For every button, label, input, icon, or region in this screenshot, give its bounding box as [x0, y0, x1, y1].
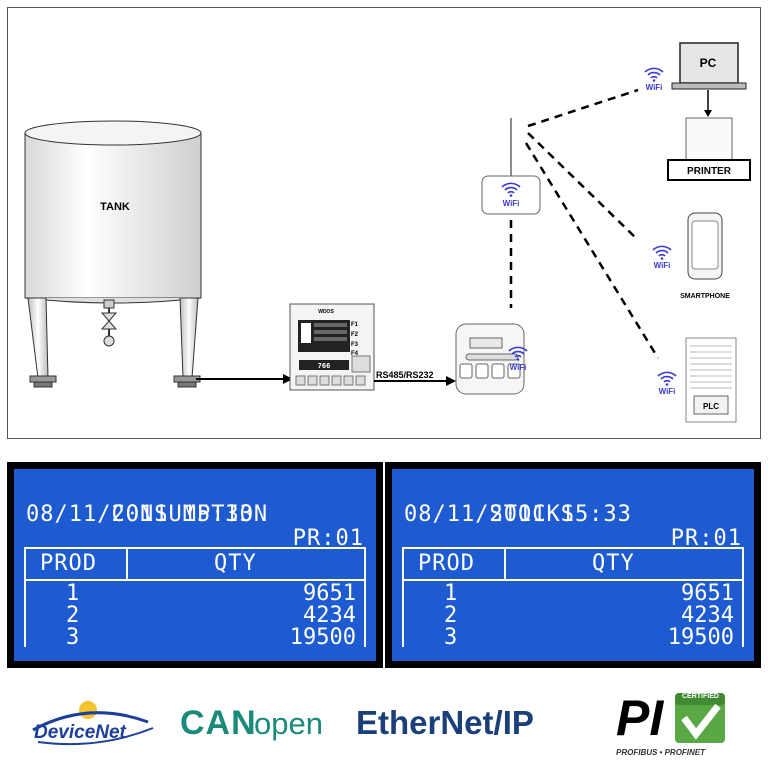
- wifi-icon: [657, 371, 677, 387]
- tank: [24, 120, 202, 388]
- controller-key-f1: F1: [351, 322, 359, 328]
- table-row: 1 9651: [66, 581, 356, 606]
- checkmark-icon: [675, 693, 725, 743]
- lcd-title: STOCKS: [489, 502, 575, 527]
- wifi-module-wifi-text: WiFi: [510, 363, 527, 372]
- canopen-light-text: open: [254, 706, 323, 741]
- ap-wifi-text: WiFi: [503, 199, 520, 208]
- table-row: 3 19500: [66, 625, 356, 650]
- system-diagram: TANK WDOS 766 F1 F2 F3 F4 R: [7, 7, 761, 439]
- controller-display: 766: [318, 362, 331, 370]
- lcd-col-qty: QTY: [214, 551, 257, 576]
- lcd-stocks: STOCKS PR:01 08/11/2011 15:33 PROD QTY 1…: [385, 462, 761, 668]
- pc: [671, 42, 747, 90]
- pi-sub-text: PROFIBUS • PROFINET: [616, 748, 706, 757]
- smartphone-wifi-text: WiFi: [654, 261, 671, 270]
- pc-label: PC: [700, 56, 717, 70]
- ethernetip-text: EtherNet/IP: [356, 704, 534, 741]
- smartphone: [687, 212, 723, 280]
- controller-key-f2: F2: [351, 332, 359, 338]
- lcd-table: PROD QTY 1 9651 2 4234 3 19500: [24, 547, 366, 650]
- pi-certified-text: CERTIFIED: [682, 693, 719, 700]
- lcd-pr: PR:01: [670, 526, 742, 551]
- lcd-col-qty: QTY: [592, 551, 635, 576]
- lcd-table-header: PROD QTY: [26, 549, 364, 581]
- controller-key-f3: F3: [351, 342, 359, 348]
- lcd-table: PROD QTY 1 9651 2 4234 3 19500: [402, 547, 744, 650]
- pi-logo: PI CERTIFIED PROFIBUS • PROFINET: [612, 690, 730, 766]
- devicenet-swoosh-icon: [32, 701, 154, 746]
- tank-label: TANK: [100, 201, 130, 213]
- wifi-icon: [644, 67, 664, 83]
- controller-label: WDOS: [318, 309, 334, 315]
- wifi-icon: [652, 245, 672, 261]
- wifi-module: [455, 323, 525, 395]
- ethernetip-logo: EtherNet/IP: [356, 690, 596, 760]
- lcd-pr: PR:01: [292, 526, 364, 551]
- table-row: 2 4234: [66, 603, 356, 628]
- lcd-datetime: 08/11/2011 15:33: [26, 502, 254, 527]
- lcd-table-header: PROD QTY: [404, 549, 742, 581]
- table-row: 1 9651: [444, 581, 734, 606]
- plc-label: PLC: [703, 402, 719, 411]
- controller-key-f4: F4: [351, 351, 359, 357]
- pc-wifi-text: WiFi: [646, 83, 663, 92]
- canopen-bold-text: CAN: [180, 704, 257, 742]
- table-row: 2 4234: [444, 603, 734, 628]
- wireless-links: [509, 88, 660, 359]
- table-row: 3 19500: [444, 625, 734, 650]
- rs485-label: RS485/RS232: [376, 370, 434, 380]
- devicenet-text: DeviceNet: [34, 722, 126, 743]
- canopen-logo: CAN open: [180, 690, 330, 760]
- printer: [667, 117, 751, 181]
- plc-wifi-text: WiFi: [659, 387, 676, 396]
- diagram-canvas: TANK WDOS 766 F1 F2 F3 F4 R: [24, 42, 751, 423]
- printer-label: PRINTER: [687, 166, 732, 177]
- pi-mark-text: PI: [616, 690, 664, 746]
- lcd-col-prod: PROD: [418, 551, 475, 576]
- lcd-col-prod: PROD: [40, 551, 97, 576]
- lcd-consumption: CONSUMPTION PR:01 08/11/2011 15:33 PROD …: [7, 462, 383, 668]
- lcd-title: CONSUMPTION: [111, 502, 269, 527]
- lcd-datetime: 08/11/2011 15:33: [404, 502, 632, 527]
- controller-device: [289, 303, 375, 391]
- devicenet-logo: DeviceNet: [28, 690, 158, 760]
- plc: [685, 337, 737, 423]
- smartphone-label: SMARTPHONE: [680, 293, 730, 300]
